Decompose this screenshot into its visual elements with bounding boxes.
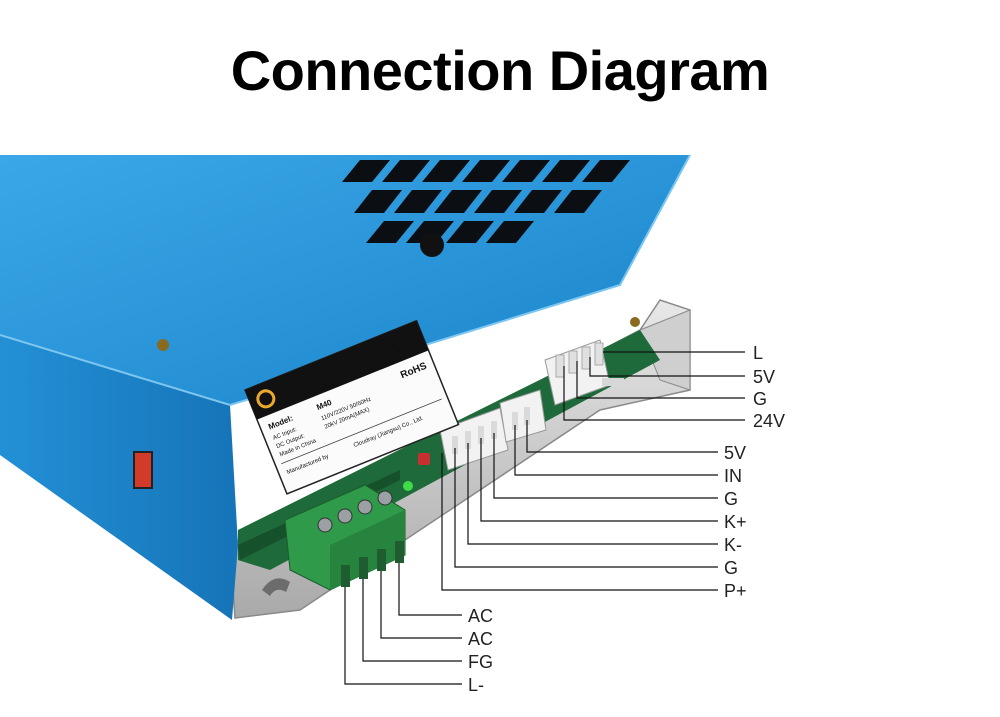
pin-label-k-plus: K+ <box>724 512 747 532</box>
leader-lines-top <box>563 351 745 421</box>
pin-label-g-low: G <box>724 558 738 578</box>
terminal-block <box>284 484 406 591</box>
pin-label-in: IN <box>724 466 742 486</box>
vent-grille <box>342 160 630 243</box>
side-switch <box>133 451 153 489</box>
case-knob <box>420 233 444 257</box>
case-side <box>0 335 238 620</box>
leader-lines-terminal <box>344 563 462 685</box>
leader-lines-middle <box>441 420 718 591</box>
pin-label-p-plus: P+ <box>724 581 747 601</box>
case-top <box>0 155 690 405</box>
pin-label-l: L <box>753 343 763 363</box>
pin-label-5v-top: 5V <box>753 367 775 387</box>
pin-label-g-mid: G <box>724 489 738 509</box>
pin-label-24v: 24V <box>753 411 785 431</box>
pin-label-fg: FG <box>468 652 493 672</box>
pin-label-ac-1: AC <box>468 606 493 626</box>
pin-label-5v-mid: 5V <box>724 443 746 463</box>
pin-label-k-minus: K- <box>724 535 742 555</box>
ce-mark: CE <box>386 339 407 358</box>
nameplate: CLOUDRAY INDUSTRIAL SOLUTIONS CE Model: … <box>244 319 460 495</box>
pin-label-ac-2: AC <box>468 629 493 649</box>
page-title: Connection Diagram <box>230 39 770 102</box>
connector-middle <box>403 389 547 491</box>
pin-label-l-minus: L- <box>468 675 484 695</box>
pin-label-g-top: G <box>753 389 767 409</box>
